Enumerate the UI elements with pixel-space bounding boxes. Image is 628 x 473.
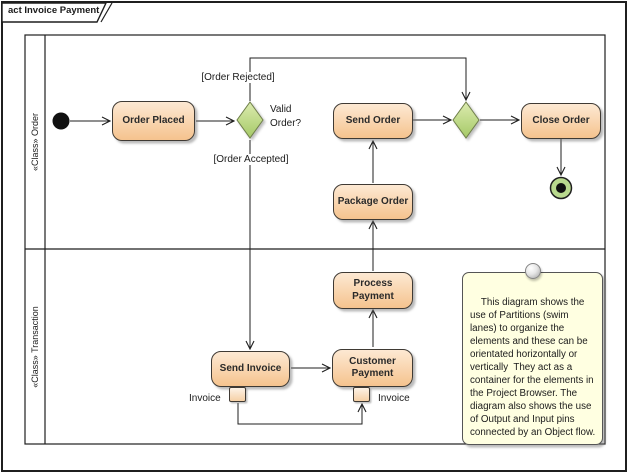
- action-package-order-label: Package Order: [337, 195, 409, 207]
- lane-transaction[interactable]: «Class» Transaction: [25, 249, 45, 444]
- action-order-placed-label: Order Placed: [122, 114, 185, 126]
- action-send-invoice[interactable]: Send Invoice: [211, 351, 290, 387]
- decision-valid-order-label: Valid Order?: [270, 104, 302, 129]
- output-pin-invoice[interactable]: [229, 387, 246, 402]
- frame-tab-shape: [1, 2, 108, 23]
- action-customer-payment-label: Customer Payment: [349, 355, 396, 380]
- frame-tab-title: act Invoice Payment: [8, 5, 100, 16]
- initial-node[interactable]: [52, 112, 70, 130]
- diagram-note-text: This diagram shows the use of Partitions…: [470, 297, 597, 438]
- partition-container: [24, 34, 606, 445]
- guard-order-rejected: [Order Rejected]: [193, 72, 283, 83]
- lane-order-label: «Class» Order: [30, 112, 40, 172]
- object-flow-invoice-pins[interactable]: [237, 403, 362, 425]
- pushpin-icon: [525, 263, 541, 279]
- action-customer-payment[interactable]: Customer Payment: [332, 349, 413, 387]
- guard-order-accepted: [Order Accepted]: [205, 154, 297, 165]
- action-send-invoice-label: Send Invoice: [219, 362, 282, 374]
- action-send-order-label: Send Order: [345, 114, 401, 126]
- merge-node[interactable]: [452, 101, 480, 139]
- decision-valid-order[interactable]: [236, 101, 264, 139]
- action-send-order[interactable]: Send Order: [333, 103, 413, 139]
- frame-tab-slash: [100, 2, 113, 23]
- action-close-order[interactable]: Close Order: [521, 103, 601, 139]
- action-order-placed[interactable]: Order Placed: [112, 101, 195, 141]
- action-package-order[interactable]: Package Order: [333, 184, 413, 220]
- lane-order[interactable]: «Class» Order: [25, 35, 45, 249]
- action-process-payment-label: Process Payment: [352, 278, 394, 302]
- output-pin-invoice-label: Invoice: [188, 393, 222, 404]
- input-pin-invoice[interactable]: [353, 387, 370, 402]
- activity-final-node[interactable]: [549, 176, 573, 200]
- diagram-note[interactable]: This diagram shows the use of Partitions…: [462, 272, 603, 445]
- action-process-payment[interactable]: Process Payment: [333, 272, 413, 309]
- input-pin-invoice-label: Invoice: [377, 393, 411, 404]
- lane-transaction-label: «Class» Transaction: [30, 305, 41, 388]
- action-close-order-label: Close Order: [532, 114, 590, 126]
